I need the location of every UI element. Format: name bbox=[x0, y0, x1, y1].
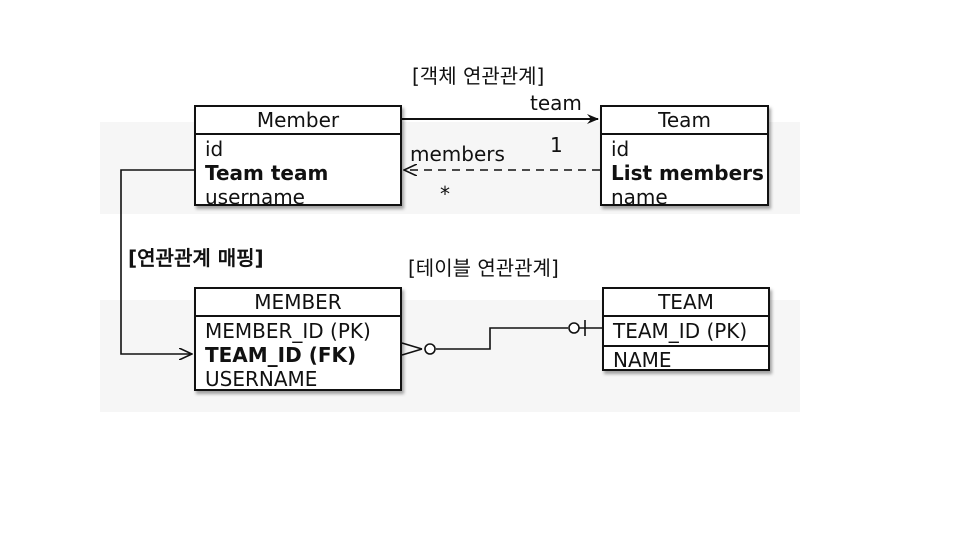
member-table-column-username: USERNAME bbox=[205, 367, 318, 391]
member-field-id: id bbox=[205, 137, 224, 161]
mapping-arrow-line bbox=[120, 169, 194, 354]
member-field-team: Team team bbox=[205, 161, 329, 185]
member-class: Member id Team team username bbox=[194, 105, 402, 209]
team-class: Team id List members name bbox=[600, 105, 769, 209]
mapping-label: [연관관계 매핑] bbox=[128, 246, 264, 270]
member-field-username: username bbox=[205, 185, 305, 209]
member-table-column-member-id: MEMBER_ID (PK) bbox=[205, 319, 371, 343]
team-table-column-name: NAME bbox=[604, 345, 768, 373]
member-class-title: Member bbox=[196, 107, 400, 135]
object-relationship-title: [객체 연관관계] bbox=[412, 64, 545, 88]
member-table-title: MEMBER bbox=[196, 289, 400, 317]
member-table-column-team-id: TEAM_ID (FK) bbox=[205, 343, 357, 367]
team-field-members: List members bbox=[611, 161, 764, 185]
team-multiplicity-label: 1 bbox=[550, 133, 563, 157]
team-table-title: TEAM bbox=[604, 289, 768, 317]
team-table: TEAM TEAM_ID (PK) NAME bbox=[602, 287, 770, 373]
team-class-title: Team bbox=[602, 107, 767, 135]
team-relation-label: team bbox=[530, 91, 582, 115]
team-table-column-team-id: TEAM_ID (PK) bbox=[613, 319, 748, 343]
members-relation-label: members bbox=[410, 142, 505, 166]
team-field-id: id bbox=[611, 137, 630, 161]
erd-relationship-line bbox=[401, 320, 602, 356]
member-table: MEMBER MEMBER_ID (PK) TEAM_ID (FK) USERN… bbox=[194, 287, 402, 391]
table-relationship-title: [테이블 연관관계] bbox=[408, 256, 559, 280]
team-field-name: name bbox=[611, 185, 668, 209]
members-multiplicity-label: * bbox=[440, 182, 450, 206]
